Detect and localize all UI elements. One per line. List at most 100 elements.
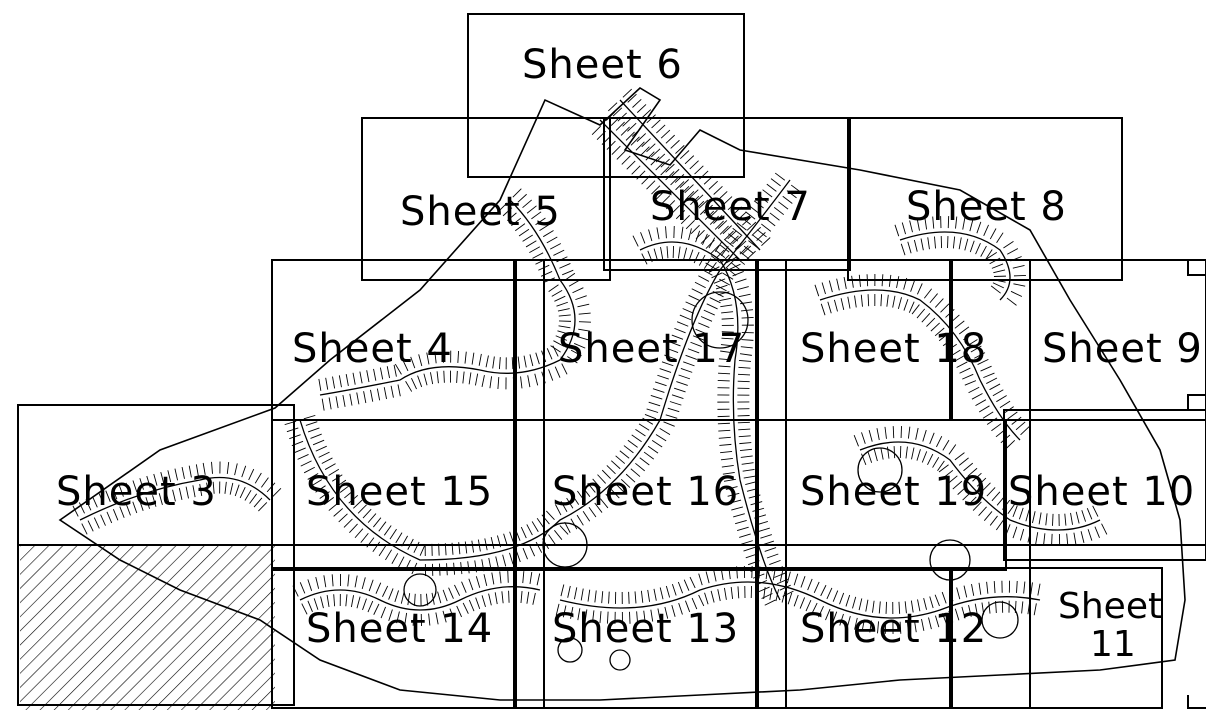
lot-line xyxy=(698,573,703,586)
lot-line xyxy=(929,432,935,445)
lot-line xyxy=(746,221,757,231)
lot-line xyxy=(397,384,401,397)
lot-line xyxy=(674,174,685,183)
lot-line xyxy=(927,237,930,250)
lot-line xyxy=(456,370,458,383)
lot-line xyxy=(793,573,799,586)
lot-line xyxy=(956,361,968,368)
lot-line xyxy=(475,576,481,588)
lot-line xyxy=(335,479,347,488)
lot-line xyxy=(361,577,366,590)
lot-line xyxy=(904,601,907,614)
lot-line xyxy=(845,594,851,607)
lot-line xyxy=(719,244,730,253)
lot-line xyxy=(534,373,539,386)
lot-line xyxy=(158,493,163,505)
lot-line xyxy=(635,462,645,472)
lot-line xyxy=(599,611,602,624)
lot-line xyxy=(732,206,742,216)
lot-line xyxy=(724,230,734,240)
lot-line xyxy=(963,462,974,472)
lot-line xyxy=(991,263,1004,269)
lot-line xyxy=(927,453,934,466)
lot-line xyxy=(646,408,659,413)
lot-line xyxy=(970,345,982,353)
lot-line xyxy=(557,330,570,335)
lot-line xyxy=(320,596,324,609)
lot-line xyxy=(597,474,607,484)
lot-line xyxy=(307,427,320,433)
lot-line xyxy=(867,294,870,307)
lot-line xyxy=(793,594,799,607)
lot-line xyxy=(481,375,485,387)
lot-line xyxy=(605,111,616,121)
lot-line xyxy=(328,468,340,476)
lot-line xyxy=(687,348,700,354)
lot-line xyxy=(511,357,514,370)
lot-line xyxy=(498,357,501,370)
lot-line xyxy=(917,599,921,612)
lot-line xyxy=(689,189,699,199)
lot-line xyxy=(373,517,382,528)
lot-line xyxy=(326,595,330,608)
lot-line xyxy=(324,463,336,470)
lot-line xyxy=(429,372,434,385)
lot-line xyxy=(417,375,423,388)
lot-line xyxy=(616,150,626,160)
lot-line xyxy=(333,594,336,607)
lot-line xyxy=(737,526,749,532)
lot-line xyxy=(556,301,568,307)
lot-line xyxy=(229,482,234,495)
lot-line xyxy=(502,207,513,217)
lot-line xyxy=(934,615,940,628)
lot-line xyxy=(402,359,409,372)
lot-line xyxy=(954,452,965,461)
lot-line xyxy=(592,610,595,623)
lot-line xyxy=(909,220,913,233)
lot-line xyxy=(962,491,972,501)
lot-line xyxy=(368,579,374,592)
lot-line xyxy=(315,485,326,493)
lot-line xyxy=(647,589,651,602)
lot-line xyxy=(1051,533,1053,546)
lot-line xyxy=(753,200,764,209)
lot-line xyxy=(675,181,685,191)
lot-line xyxy=(827,301,832,314)
lot-line xyxy=(536,517,545,529)
lot-line xyxy=(738,293,751,298)
lot-line xyxy=(692,335,705,341)
lot-line xyxy=(606,140,616,150)
lot-line xyxy=(737,211,747,221)
lot-line xyxy=(78,502,85,514)
lot-line xyxy=(641,109,652,119)
lot-line xyxy=(743,245,754,254)
lot-line xyxy=(644,413,657,420)
lot-line xyxy=(435,612,439,625)
lot-line xyxy=(1003,240,1014,249)
lot-line xyxy=(766,183,777,192)
sheet-13-box xyxy=(513,567,759,709)
lot-line xyxy=(742,216,752,226)
lot-line xyxy=(908,301,915,313)
lot-line xyxy=(635,429,646,437)
lot-line xyxy=(442,610,447,623)
lot-line xyxy=(954,608,960,621)
lot-line xyxy=(517,356,521,369)
lot-line xyxy=(601,469,611,479)
lot-line xyxy=(550,345,561,353)
lot-line xyxy=(723,238,734,247)
lot-line xyxy=(756,232,766,241)
lot-line xyxy=(146,475,151,488)
lot-line xyxy=(671,605,676,617)
lot-line xyxy=(606,611,609,624)
lot-line xyxy=(462,602,469,614)
lot-line xyxy=(542,230,554,238)
lot-line xyxy=(571,494,580,505)
lot-line xyxy=(345,594,348,607)
lot-line xyxy=(321,398,325,411)
lot-line xyxy=(670,139,680,149)
lot-line xyxy=(954,320,965,329)
lot-line xyxy=(572,287,584,294)
lot-line xyxy=(627,93,637,103)
lot-line xyxy=(471,540,475,553)
